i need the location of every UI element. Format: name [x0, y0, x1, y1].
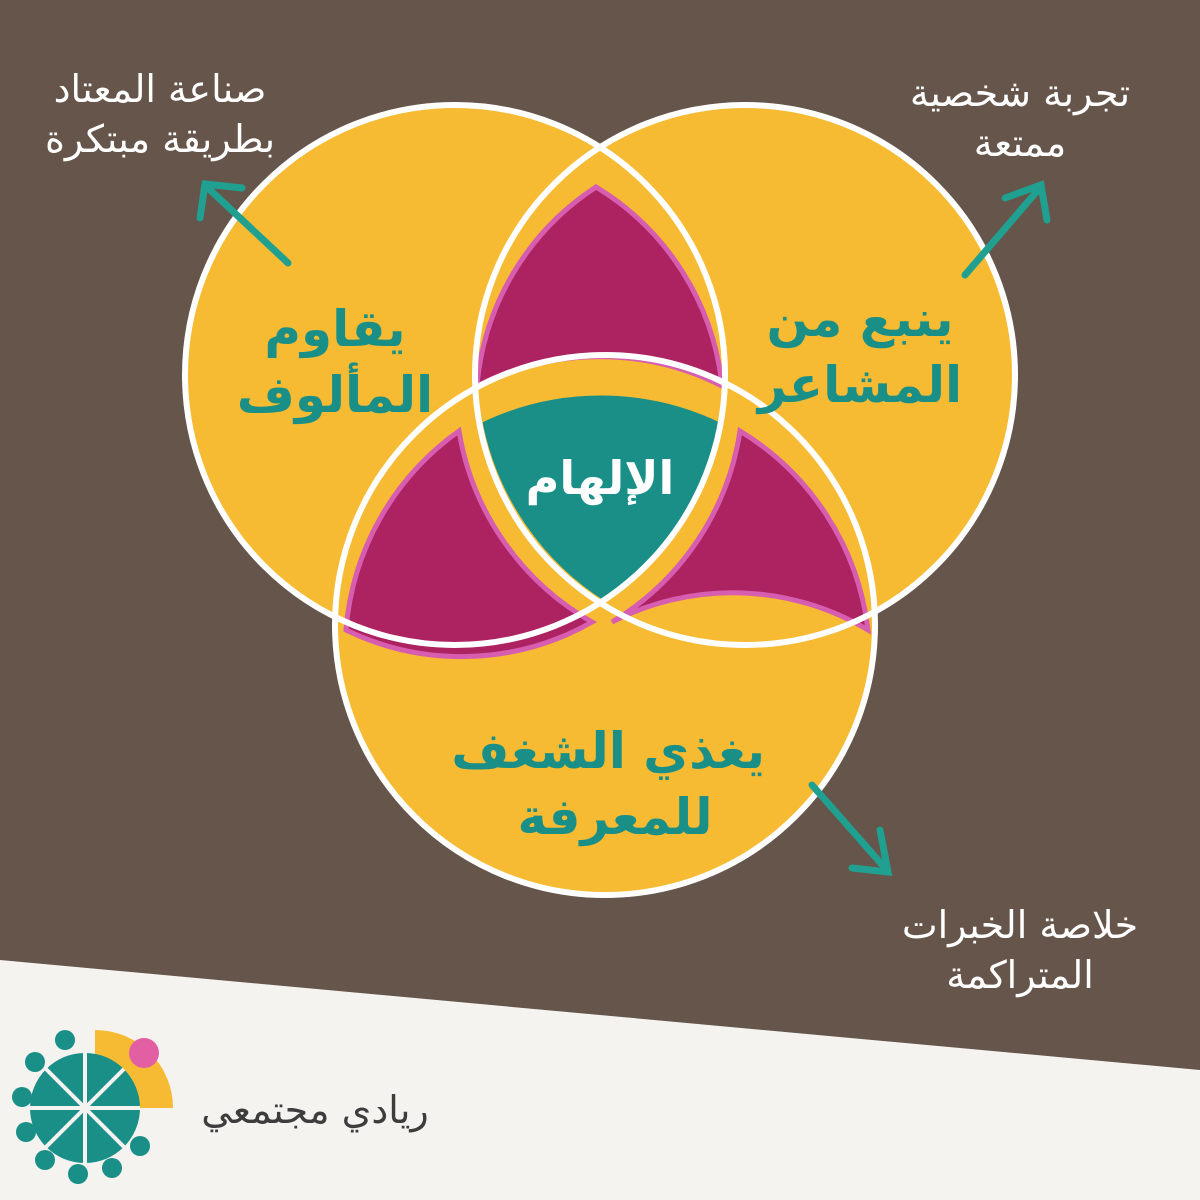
paper-strip: [0, 960, 1200, 1200]
callout-top-left: صناعة المعتاد بطريقة مبتكرة: [25, 64, 295, 164]
outline-bottom: [332, 352, 878, 898]
people-circle-logo-icon: [12, 1030, 173, 1184]
outline-top-left: [182, 102, 728, 648]
callout-bottom-right-line-2: المتراكمة: [946, 953, 1094, 997]
label-top-right-line-1: ينبع من: [766, 290, 954, 348]
callout-top-left-line-2: بطريقة مبتكرة: [44, 117, 276, 161]
arrow-top-right: [961, 180, 1051, 279]
callout-top-left-line-1: صناعة المعتاد: [53, 67, 267, 111]
callout-bottom-right-line-1: خلاصة الخبرات: [901, 903, 1139, 947]
label-bottom-circle: يغذي الشغف للمعرفة: [451, 718, 765, 850]
label-top-left-line-1: يقاوم: [264, 300, 406, 358]
overlap-right: [610, 426, 872, 635]
center-label: الإلهام: [525, 451, 675, 505]
label-bottom-line-2: للمعرفة: [517, 788, 713, 846]
callout-top-right: تجربة شخصية ممتعة: [900, 68, 1140, 168]
label-top-right-circle: ينبع من المشاعر: [755, 286, 965, 418]
brand-name: ريادي مجتمعي: [201, 1088, 429, 1132]
overlap-left: [343, 426, 598, 660]
arrow-bottom-right: [808, 781, 893, 877]
callout-bottom-right: خلاصة الخبرات المتراكمة: [890, 900, 1150, 1000]
label-top-left-line-2: المألوف: [236, 366, 434, 424]
callout-top-right-line-1: تجربة شخصية: [909, 71, 1131, 115]
label-top-right-line-2: المشاعر: [757, 356, 963, 414]
label-bottom-line-1: يغذي الشغف: [451, 722, 765, 780]
callout-top-right-line-2: ممتعة: [973, 121, 1067, 165]
outline-top-right: [472, 102, 1018, 648]
arrow-top-left: [196, 180, 292, 267]
label-top-left-circle: يقاوم المألوف: [235, 296, 435, 428]
